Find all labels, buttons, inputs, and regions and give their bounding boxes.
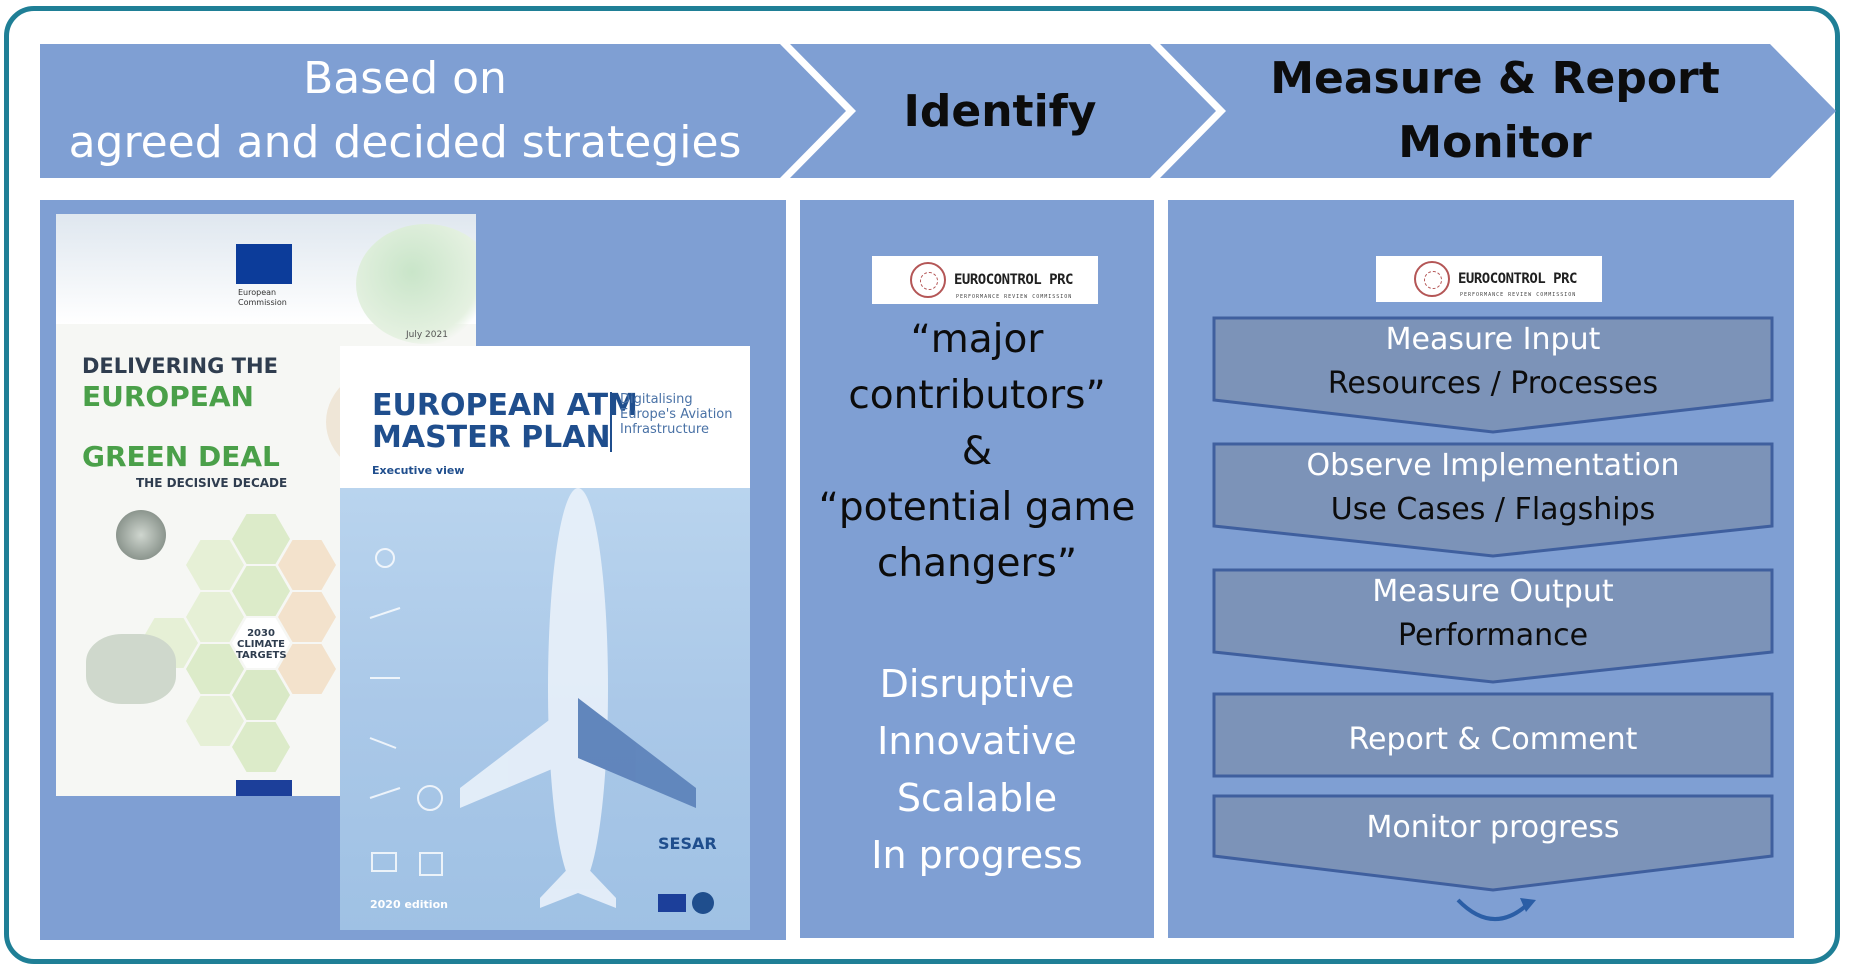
step-5: Monitor progress xyxy=(1214,806,1772,850)
logo-text: EUROCONTROL PRC xyxy=(1458,271,1577,287)
globe-icon xyxy=(116,510,166,560)
step-chevron-3 xyxy=(1212,568,1774,684)
publisher-label: European Commission xyxy=(238,288,287,307)
cover-title-line2: EUROPEAN xyxy=(82,380,254,413)
step-1-detail: Resources / Processes xyxy=(1327,366,1659,401)
prc-seal-icon xyxy=(1414,261,1450,297)
cover-title-line3: GREEN DEAL xyxy=(82,440,280,473)
cover-title-band xyxy=(340,346,750,488)
step-4-title: Report & Comment xyxy=(1348,722,1638,757)
quote-line: & xyxy=(961,429,993,474)
step-3-title: Measure Output xyxy=(1372,574,1614,609)
header-arrow-strategies xyxy=(40,44,846,178)
header-arrow-measure xyxy=(1160,44,1836,178)
cover-view-label: Executive view xyxy=(372,464,465,477)
sesar-logo: SESAR xyxy=(658,834,717,853)
header-strategies: Based on agreed and decided strategies xyxy=(40,44,770,178)
attribute-item: In progress xyxy=(871,833,1083,877)
eu-flag-icon xyxy=(236,244,292,284)
prc-seal-icon xyxy=(910,262,946,298)
cover-edition: 2020 edition xyxy=(370,898,448,911)
attribute-item: Scalable xyxy=(896,776,1058,820)
loop-arrow-icon xyxy=(1456,898,1530,921)
eu-flag-icon xyxy=(658,894,686,912)
cover-title-line1: EUROPEAN ATM xyxy=(372,388,638,423)
cover-image-area xyxy=(340,488,750,930)
quote-line: “major xyxy=(910,317,1044,362)
eurocontrol-prc-logo: EUROCONTROL PRC PERFORMANCE REVIEW COMMI… xyxy=(1376,256,1602,302)
identify-quote: “major contributors” & “potential game c… xyxy=(800,312,1154,592)
quote-line: “potential game xyxy=(818,485,1136,530)
cover-subtitle: Digitalising Europe's Aviation Infrastru… xyxy=(620,392,733,437)
cover-title: EUROPEAN ATM MASTER PLAN xyxy=(372,390,638,454)
header-strategies-line2: agreed and decided strategies xyxy=(68,117,742,168)
eurocontrol-icon xyxy=(692,892,714,914)
identify-panel xyxy=(800,200,1154,938)
cover-date: July 2021 xyxy=(406,330,448,340)
step-chevron-5 xyxy=(1212,794,1774,892)
step-2: Observe Implementation Use Cases / Flags… xyxy=(1214,444,1772,532)
header-measure-line2: Monitor xyxy=(1398,117,1592,168)
quote-line: contributors” xyxy=(848,373,1106,418)
step-chevron-2 xyxy=(1212,442,1774,558)
header-identify: Identify xyxy=(860,44,1140,178)
step-1: Measure Input Resources / Processes xyxy=(1214,318,1772,406)
step-chevron-4 xyxy=(1212,692,1774,778)
loop-arrowhead-icon xyxy=(1520,898,1536,912)
quote-line: changers” xyxy=(876,541,1078,586)
step-5-title: Monitor progress xyxy=(1366,810,1620,845)
step-1-title: Measure Input xyxy=(1385,322,1601,357)
identify-attributes: Disruptive Innovative Scalable In progre… xyxy=(800,656,1154,884)
attribute-item: Disruptive xyxy=(879,662,1075,706)
step-2-detail: Use Cases / Flagships xyxy=(1330,492,1656,527)
header-measure: Measure & Report Monitor xyxy=(1250,44,1740,178)
header-arrow-identify xyxy=(790,44,1216,178)
attribute-item: Innovative xyxy=(877,719,1077,763)
eu-emblem-bar xyxy=(236,780,292,796)
landscape-illustration xyxy=(86,634,176,704)
step-3: Measure Output Performance xyxy=(1214,570,1772,658)
logo-subtext: PERFORMANCE REVIEW COMMISSION xyxy=(956,294,1073,300)
atm-master-plan-cover: EUROPEAN ATM MASTER PLAN Digitalising Eu… xyxy=(340,346,750,930)
climate-targets-label: 2030 CLIMATE TARGETS xyxy=(236,628,287,661)
decorative-swirl xyxy=(356,224,476,344)
cover-subtitle: THE DECISIVE DECADE xyxy=(136,476,288,490)
step-chevron-1 xyxy=(1212,316,1774,434)
header-identify-label: Identify xyxy=(903,85,1097,137)
cover-title-line2: MASTER PLAN xyxy=(372,420,611,455)
header-strategies-line1: Based on xyxy=(303,53,507,104)
airplane-icon xyxy=(369,488,696,908)
eurocontrol-prc-logo: EUROCONTROL PRC PERFORMANCE REVIEW COMMI… xyxy=(872,256,1098,304)
step-3-detail: Performance xyxy=(1397,618,1589,653)
title-divider xyxy=(610,392,612,452)
header-measure-line1: Measure & Report xyxy=(1270,53,1720,104)
step-2-title: Observe Implementation xyxy=(1306,448,1680,483)
cover-title-line1: DELIVERING THE xyxy=(82,354,278,378)
logo-subtext: PERFORMANCE REVIEW COMMISSION xyxy=(1460,292,1577,298)
step-4: Report & Comment xyxy=(1214,718,1772,762)
logo-text: EUROCONTROL PRC xyxy=(954,272,1073,288)
